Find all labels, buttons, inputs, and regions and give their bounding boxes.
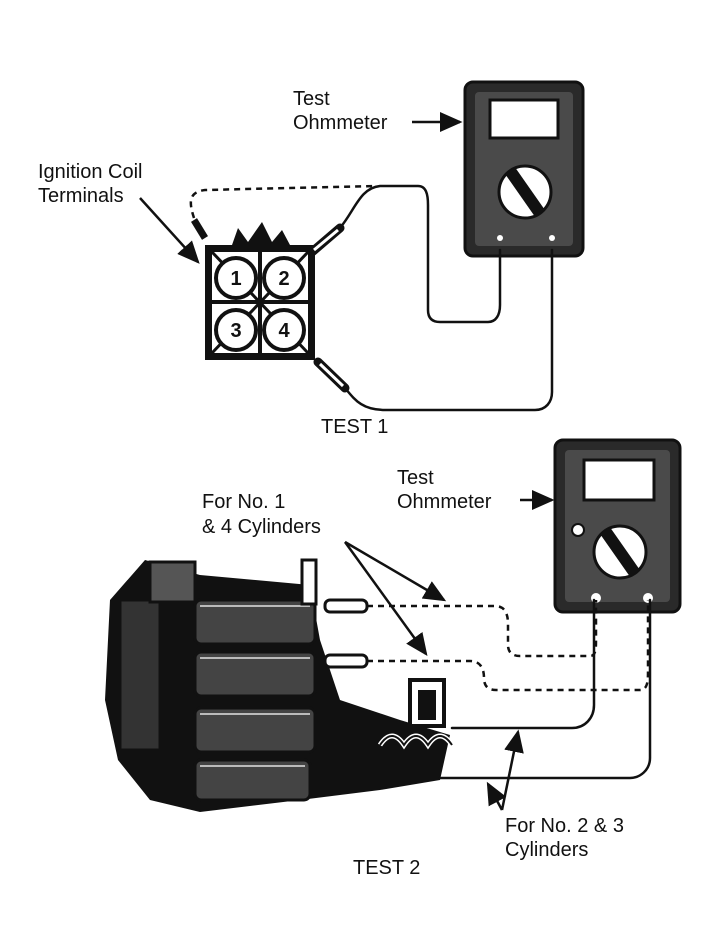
test2-meter-display — [582, 458, 656, 502]
test1-meter-label-line1: Test — [293, 88, 330, 110]
test2-group: Test Ohmmeter For No. 1 & 4 Cylinders Fo… — [105, 438, 682, 879]
test1-meter-label-line2: Ohmmeter — [293, 112, 388, 134]
coil-label-line2: Terminals — [38, 185, 124, 207]
test1-ohmmeter — [463, 80, 585, 258]
test2-coil-pack — [105, 558, 455, 812]
test1-dashed-lead — [189, 184, 376, 219]
cyl23-label-line1: For No. 2 & 3 — [505, 815, 624, 837]
test2-lead-cyl2 — [450, 598, 596, 730]
test2-meter-label-line1: Test — [397, 467, 434, 489]
test2-lead-cyl3 — [438, 598, 652, 780]
test2-ohmmeter — [553, 438, 682, 614]
terminal-2-label: 2 — [278, 268, 289, 290]
test2-meter-label-line2: Ohmmeter — [397, 491, 492, 513]
test1-lead-b — [343, 248, 554, 412]
cyl14-label-line1: For No. 1 — [202, 491, 285, 513]
test1-lead-a — [338, 184, 502, 324]
test1-caption: TEST 1 — [321, 416, 388, 438]
terminal-3-label: 3 — [230, 320, 241, 342]
test1-group: 1 2 3 4 Test Ohmmeter Ignition Coil Term… — [38, 80, 585, 438]
cyl23-label-line2: Cylinders — [505, 839, 588, 861]
test1-probes — [191, 218, 350, 393]
test2-caption: TEST 2 — [353, 857, 420, 879]
terminal-1-label: 1 — [230, 268, 241, 290]
test2-lead-cyl4 — [367, 600, 650, 692]
test1-meter-display — [488, 98, 560, 140]
terminal-1 — [214, 256, 258, 300]
terminal-4-label: 4 — [278, 320, 290, 342]
cyl14-label-line2: & 4 Cylinders — [202, 516, 321, 538]
terminal-3 — [214, 308, 258, 352]
coil-label-line1: Ignition Coil — [38, 161, 143, 183]
test1-ignition-coil: 1 2 3 4 — [205, 222, 315, 360]
terminal-4 — [262, 308, 306, 352]
terminal-2 — [262, 256, 306, 300]
